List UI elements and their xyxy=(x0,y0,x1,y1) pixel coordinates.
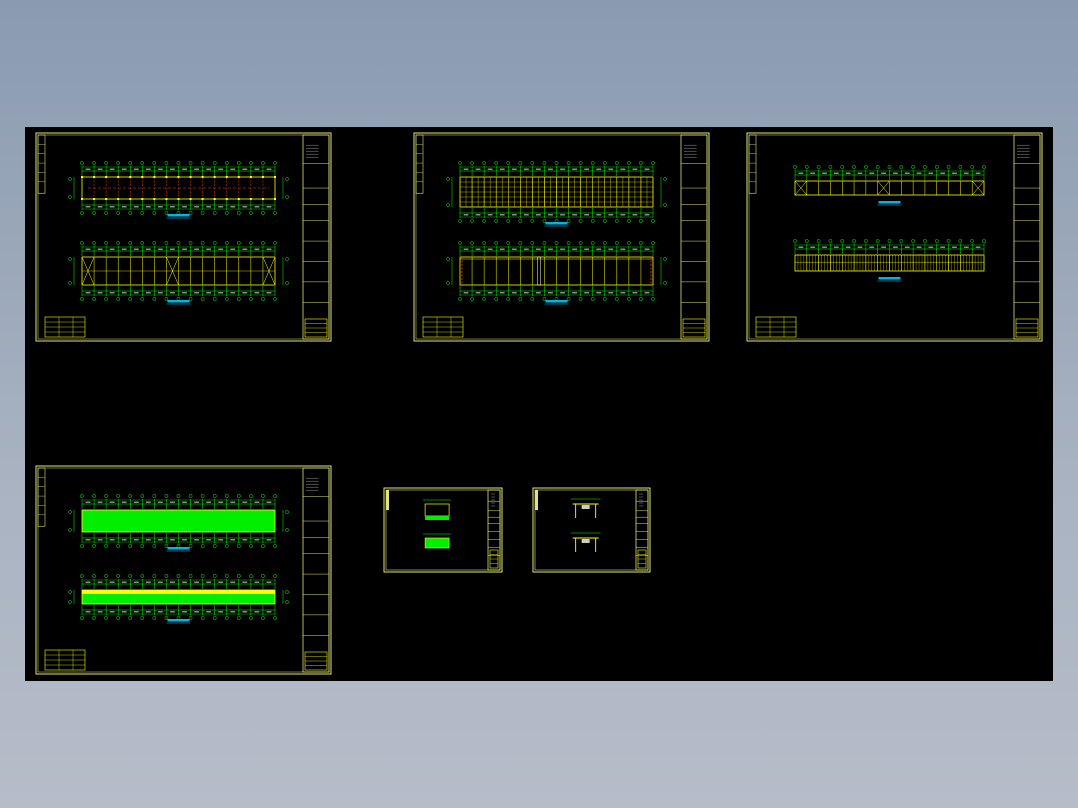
detail-section xyxy=(424,537,450,549)
portal-frame xyxy=(581,539,590,543)
drawing-caption xyxy=(167,619,190,622)
title-block xyxy=(487,489,501,571)
sheet-frame xyxy=(35,132,332,342)
sheet-2-roof-plan xyxy=(413,132,710,342)
sheet-6-detail-small xyxy=(532,487,651,573)
drawing-caption xyxy=(167,547,190,550)
drawing-caption xyxy=(167,300,190,303)
sheet-frame xyxy=(35,465,332,675)
sheet-frame xyxy=(532,487,651,573)
cad-drawing-canvas[interactable] xyxy=(25,127,1053,681)
drawing-caption xyxy=(878,277,901,280)
sheet-frame xyxy=(383,487,503,573)
title-block xyxy=(302,134,330,340)
roof-panel-fill xyxy=(81,509,276,533)
sheet-frame xyxy=(413,132,710,342)
title-block xyxy=(302,467,330,673)
title-block xyxy=(635,489,649,571)
sheet-1-foundation-plan xyxy=(35,132,332,342)
cad-viewport[interactable] xyxy=(25,127,1053,681)
drawing-caption xyxy=(545,222,568,225)
sheet-5-detail-small xyxy=(383,487,503,573)
title-block xyxy=(1013,134,1041,340)
drawing-caption xyxy=(167,214,190,217)
title-block xyxy=(680,134,708,340)
portal-frame xyxy=(581,505,590,509)
sheet-4-roof-cladding xyxy=(35,465,332,675)
sheet-frame xyxy=(746,132,1043,342)
sheet-3-elevations xyxy=(746,132,1043,342)
drawing-caption xyxy=(545,300,568,303)
drawing-caption xyxy=(878,201,901,204)
